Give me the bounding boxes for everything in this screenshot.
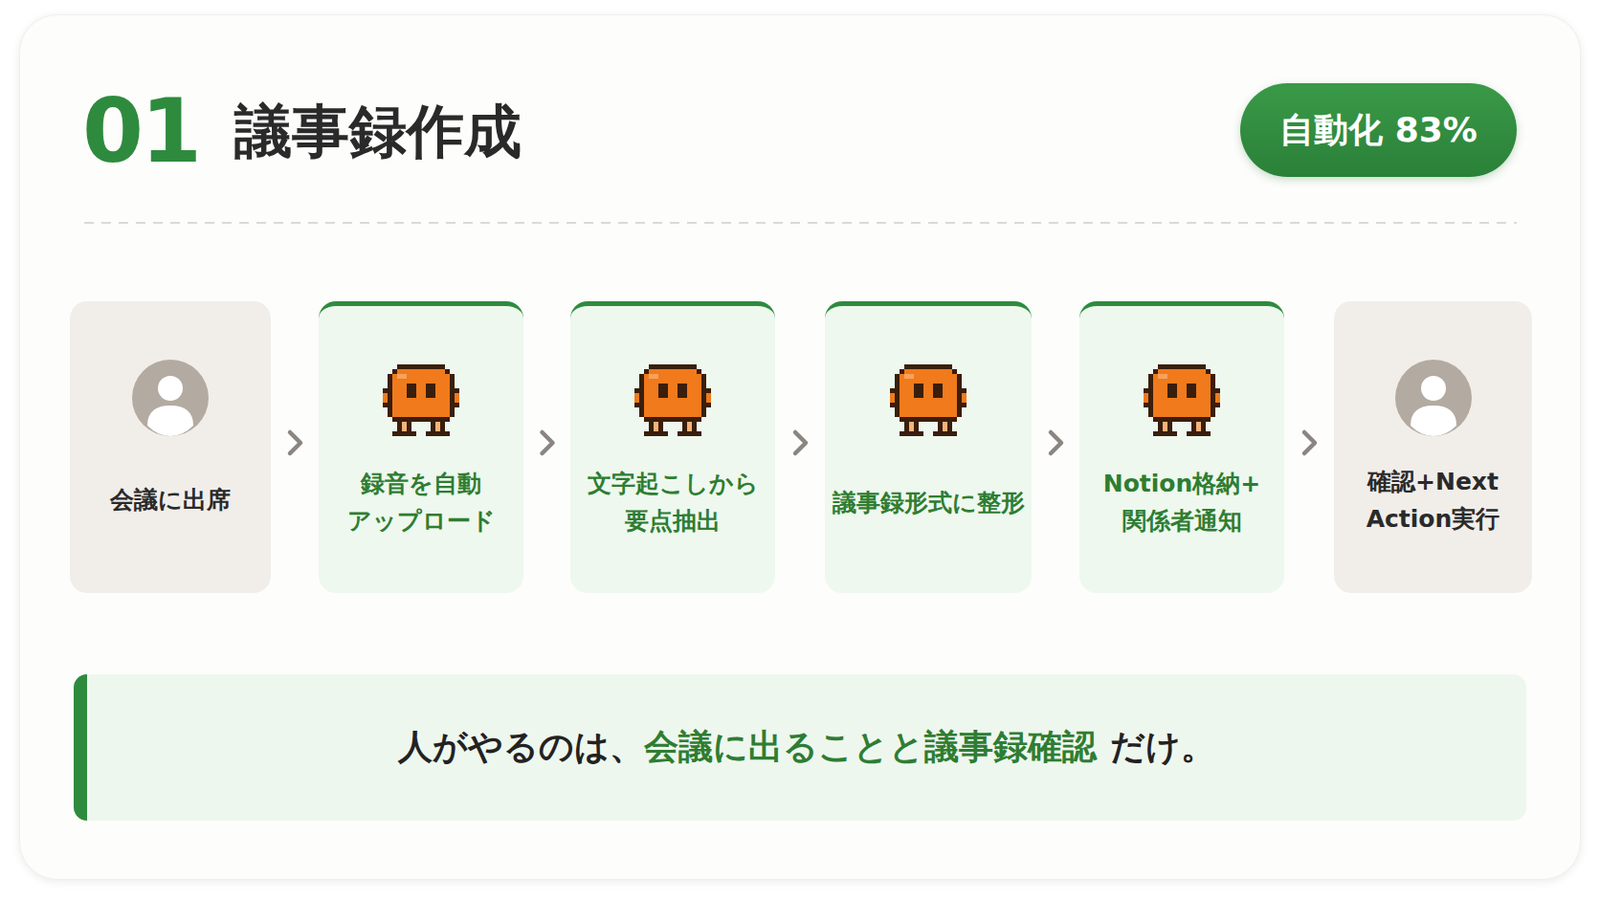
dashed-divider [84,222,1517,224]
auto-step-box: 議事録形式に整形 [824,301,1032,594]
human-step-box: 会議に出席 [69,301,271,594]
person-icon [1392,356,1475,440]
robot-icon [379,361,463,445]
auto-step-box: 録音を自動 アップロード [318,301,524,594]
auto-step-box: 文字起こしから 要点抽出 [570,301,776,594]
step-label: 確認+Next Action実行 [1341,464,1525,539]
flow-chevron [1050,432,1062,454]
flow-chevron [795,432,806,454]
robot-icon [1140,361,1223,445]
diagram-title: 議事録作成 [234,93,522,172]
step-label: 文字起こしから 要点抽出 [577,466,768,541]
flow-chevron [542,432,554,454]
summary-text: 人がやるのは、 [398,727,645,767]
auto-step-box: Notion格納+ 関係者通知 [1079,301,1285,594]
step-label: 録音を自動 アップロード [326,466,516,541]
step-label: Notion格納+ 関係者通知 [1087,466,1277,541]
badge-text: 自動化 83% [1279,107,1478,155]
person-icon [129,356,212,440]
summary-text: 会議に出ることと議事録確認 [644,727,1097,767]
robot-icon [631,361,714,445]
step-label: 会議に出席 [110,482,231,520]
summary-text: だけ。 [1110,727,1216,767]
rate-badge: 自動化 83% [1240,83,1517,178]
step-number: 01 [82,80,200,183]
flow-chevron [1304,432,1315,454]
flow-chevron [289,432,301,454]
robot-icon [887,361,970,445]
summary-line: 人がやるのは、会議に出ることと議事録確認だけ。 [398,724,1216,772]
step-label: 議事録形式に整形 [832,485,1025,523]
summary-band: 人がやるのは、会議に出ることと議事録確認だけ。 [73,674,1527,822]
human-step-box: 確認+Next Action実行 [1333,301,1533,594]
